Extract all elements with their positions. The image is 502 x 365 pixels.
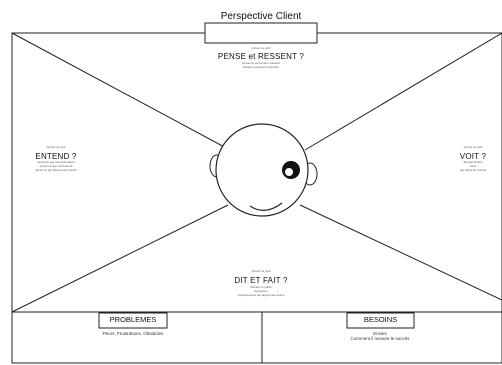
diagonal-bottom-left [12, 205, 228, 312]
think-detail-2: Pensez à plusieurs réponses [211, 66, 311, 69]
title-box [205, 23, 317, 43]
hear-question: Qu'est ce qu'il [26, 146, 86, 149]
needs-description-2: Comment il mesure le succès [325, 336, 435, 341]
diagonal-bottom-right [300, 205, 502, 300]
do-question: Qu'est ce qu'il [211, 270, 311, 273]
map-title: Perspective Client [205, 11, 317, 22]
diagonal-top-right [305, 33, 502, 150]
problems-description: Peurs, Frustrations, Obstacles [78, 331, 188, 336]
do-heading: DIT ET FAIT ? [201, 276, 321, 285]
think-question: Qu'est ce qu'il [211, 47, 311, 50]
diagonal-top-left [12, 33, 230, 150]
needs-label: BESOINS [347, 316, 414, 325]
hear-detail-3: Qu'est ce qui influence les clients [21, 169, 91, 172]
do-detail-3: Comportement par rapport aux autres [201, 294, 321, 297]
eye-highlight [285, 168, 293, 176]
see-question: Qu'est ce qu'il [448, 146, 498, 149]
problems-label: PROBLEMES [99, 316, 167, 325]
see-detail-3: des offres du marché [448, 169, 498, 172]
think-heading: PENSE et RESSENT ? [201, 52, 321, 61]
